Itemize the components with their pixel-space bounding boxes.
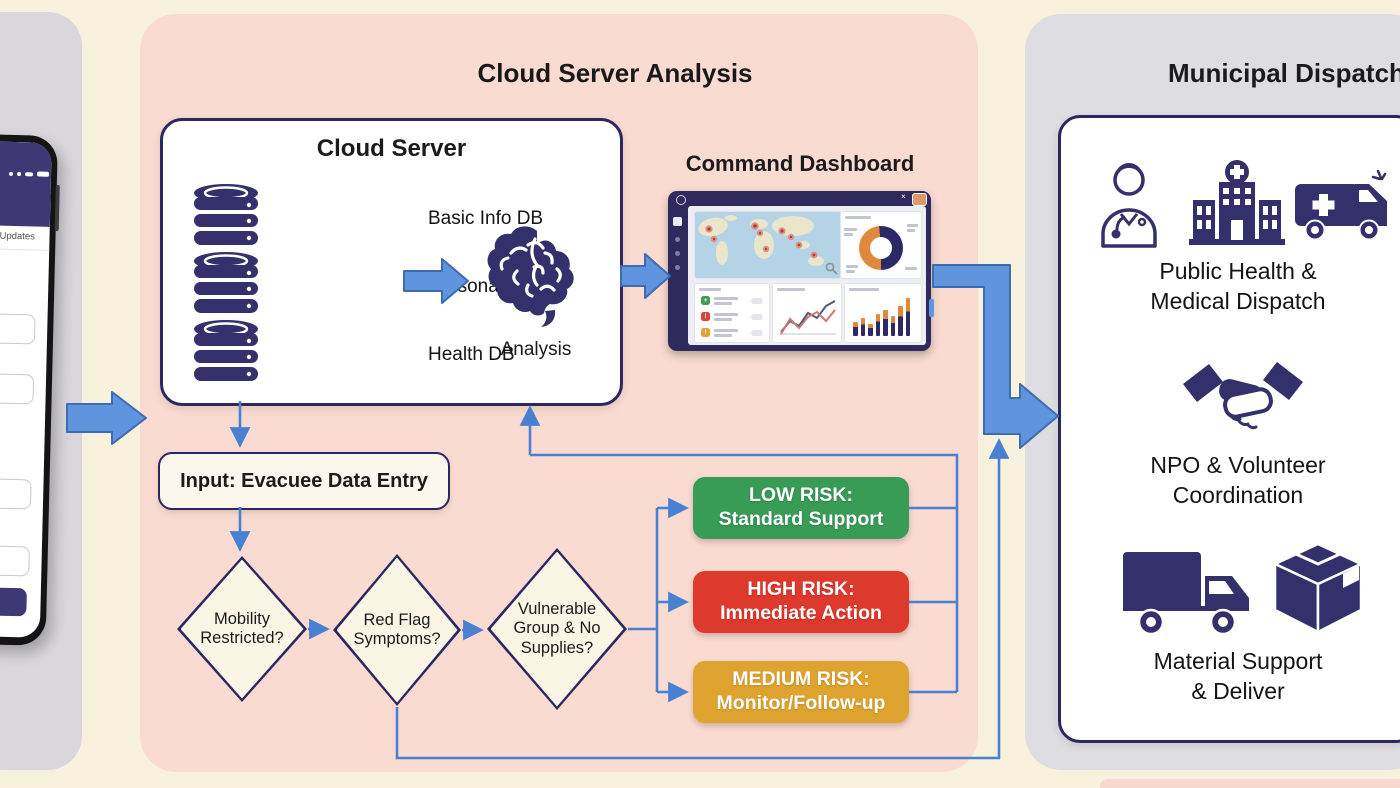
dashboard-title: Command Dashboard [685, 151, 915, 176]
form-field[interactable] [0, 372, 35, 405]
cloud-server-box-title: Cloud Server [316, 135, 467, 162]
outcome-subtitle: Immediate Action [720, 602, 882, 624]
decision-label: Mobility Restricted? [200, 609, 284, 647]
database-icon [194, 184, 258, 245]
line-chart [780, 300, 836, 335]
phone-app-header [0, 140, 52, 227]
status-icon [9, 171, 14, 176]
divider [0, 247, 50, 251]
db-label-basic-info: Basic Info DB [428, 208, 544, 229]
database-icon [194, 320, 258, 381]
outcome-title: MEDIUM RISK: [732, 668, 870, 691]
alert-icon-green: + [701, 296, 710, 305]
outcome-high-risk: HIGH RISK: Immediate Action [693, 571, 909, 633]
panel-title-bar [849, 288, 879, 291]
service-label-public-health: Public Health & Medical Dispatch [1150, 258, 1326, 315]
dashboard-content: + ! ! [688, 206, 926, 345]
phone-tab-label[interactable]: Updates [0, 230, 36, 243]
world-map [695, 212, 841, 278]
avatar[interactable] [912, 193, 927, 206]
form-field[interactable] [0, 544, 30, 577]
database-icon [194, 252, 258, 313]
status-icon [25, 172, 34, 177]
dashboard-side-button [929, 299, 934, 317]
db-label-health: Health DB [428, 344, 515, 365]
package-icon [1273, 542, 1363, 634]
donut-chart-panel [840, 211, 922, 279]
sidebar-icon[interactable] [675, 251, 680, 256]
decision-mobility-restricted: Mobility Restricted? [177, 556, 307, 702]
line-chart-panel [772, 283, 842, 343]
decision-label: Red Flag Symptoms? [353, 610, 441, 648]
list-badge [751, 314, 763, 320]
list-badge [751, 298, 763, 304]
decision-vulnerable-group: Vulnerable Group & No Supplies? [487, 548, 627, 710]
doctor-icon [1101, 163, 1157, 248]
cloud-server-box: Cloud Server Basic Info DB Personal ID D… [160, 118, 623, 406]
decision-red-flag-symptoms: Red Flag Symptoms? [333, 554, 461, 706]
truck-icon [1123, 552, 1249, 636]
sidebar-icon-active[interactable] [673, 217, 682, 226]
service-label-npo: NPO & Volunteer Coordination [1150, 452, 1326, 509]
map-panel [694, 211, 842, 279]
status-icon [17, 172, 22, 177]
handshake-icon [1183, 362, 1303, 430]
bar-chart-panel [844, 283, 922, 343]
sidebar-icon[interactable] [675, 237, 680, 242]
analysis-label: Analysis [500, 339, 572, 360]
input-evacuee-data-label: Input: Evacuee Data Entry [180, 469, 428, 492]
decision-label: Vulnerable Group & No Supplies? [513, 599, 601, 657]
outcome-subtitle: Standard Support [718, 508, 884, 530]
form-field[interactable] [0, 477, 32, 510]
brain-analysis-icon [487, 226, 574, 327]
outcome-subtitle: Monitor/Follow-up [716, 692, 886, 714]
ambulance-icon [1295, 169, 1387, 241]
battery-icon [37, 171, 50, 177]
alert-icon-orange: ! [701, 328, 710, 337]
hospital-icon [1189, 160, 1285, 245]
dashboard-logo-icon [676, 195, 686, 205]
close-icon[interactable]: × [901, 192, 906, 201]
form-field[interactable] [0, 312, 36, 345]
list-badge [751, 330, 763, 336]
alerts-list-panel: + ! ! [694, 283, 770, 343]
municipal-services-box: Public Health & Medical Dispatch NPO & V… [1058, 115, 1400, 743]
outcome-title: LOW RISK: [749, 484, 853, 507]
input-evacuee-data-box: Input: Evacuee Data Entry [158, 452, 450, 510]
phone-screen: Updates [0, 140, 52, 638]
cloud-section-title: Cloud Server Analysis [477, 58, 753, 88]
municipal-section-title: Municipal Dispatch [1168, 58, 1400, 88]
panel-title-bar [845, 216, 871, 219]
service-label-material: Material Support & Deliver [1153, 648, 1323, 705]
outcome-low-risk: LOW RISK: Standard Support [693, 477, 909, 539]
alert-icon-red: ! [701, 312, 710, 321]
sidebar-icon[interactable] [675, 265, 680, 270]
bar-chart [853, 296, 915, 336]
donut-chart [859, 226, 903, 270]
command-dashboard: × [668, 191, 934, 351]
panel-title-bar [699, 288, 721, 291]
submit-button[interactable] [0, 586, 27, 617]
outcome-medium-risk: MEDIUM RISK: Monitor/Follow-up [693, 661, 909, 723]
outcome-title: HIGH RISK: [747, 578, 855, 601]
bottom-right-accent [1100, 779, 1400, 788]
panel-title-bar [777, 288, 805, 291]
